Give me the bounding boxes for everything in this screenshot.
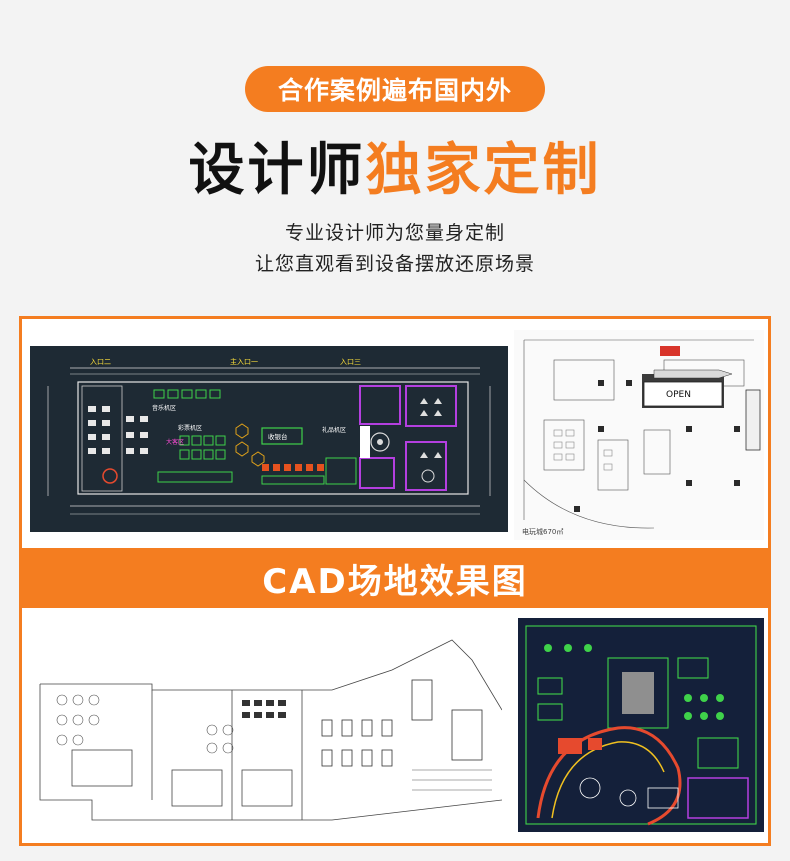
cad-plan-outline <box>32 620 502 834</box>
music-zone-label: 音乐机区 <box>152 404 176 412</box>
gift-zone-label: 礼品机区 <box>322 426 346 434</box>
area-caption: 电玩城670㎡ <box>522 527 563 536</box>
open-label: OPEN <box>666 390 691 400</box>
cashier-label: 收银台 <box>268 432 288 441</box>
headline-exclusive: 独家定制 <box>365 137 602 203</box>
subtitle-line-2: 让您直观看到设备摆放还原场景 <box>254 253 535 275</box>
cad-effects-banner: CAD场地效果图 <box>19 548 771 608</box>
cad-plan-navy <box>518 618 764 832</box>
subtitle-line-1: 专业设计师为您量身定制 <box>284 222 505 244</box>
cad-plan-arcade-670: OPEN 电玩城670㎡ <box>514 330 764 540</box>
entrance-3-label: 入口三 <box>340 358 361 366</box>
cases-badge: 合作案例遍布国内外 <box>245 66 545 112</box>
lottery-zone-label: 彩票机区 <box>178 424 202 432</box>
vip-zone-label: 大客区 <box>166 438 184 446</box>
headline-designer: 设计师 <box>188 137 366 203</box>
cad-plan-game-hall: 入口二 主入口一 入口三 音乐机区 彩票机区 大客区 收银台 <box>30 346 508 532</box>
entrance-2-label: 入口二 <box>90 358 111 366</box>
page-headline: 设计师 独家定制 <box>0 130 790 203</box>
main-entrance-label: 主入口一 <box>230 357 258 366</box>
